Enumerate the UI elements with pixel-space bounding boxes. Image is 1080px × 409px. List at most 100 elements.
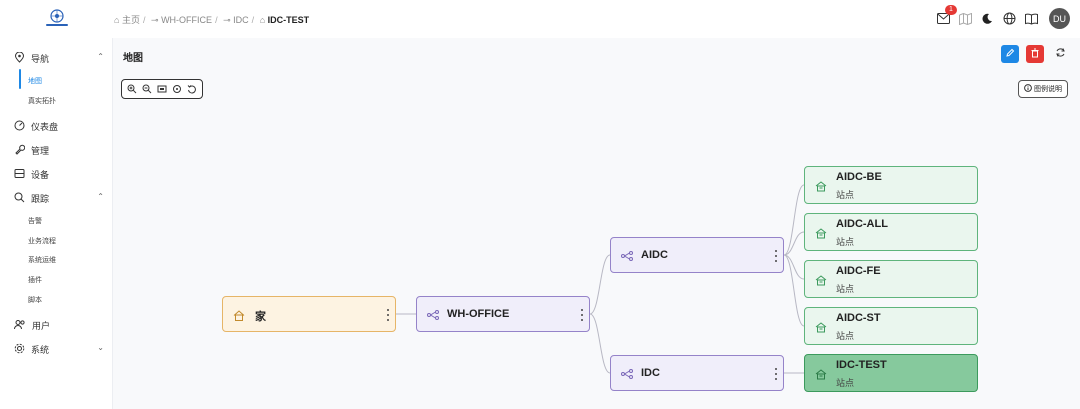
site-icon [815,274,827,286]
node-title: IDC-TEST [836,359,887,371]
node-icon: ⊸ [151,15,159,25]
node-title: AIDC-ALL [836,218,888,230]
zoom-out-icon[interactable] [141,83,153,95]
node-subtitle: 站点 [836,331,855,341]
sidebar-sub-ops[interactable]: 系统运维 [28,257,56,264]
sidebar-item-label: 设备 [31,170,50,180]
edge-aidc-be [783,184,805,256]
site-icon [815,321,827,333]
edge-aidc-st [783,254,805,327]
sidebar-item-users[interactable]: 用户 [14,319,104,332]
node-wh-office[interactable]: WH-OFFICE [416,296,590,332]
main-area: 地图 图例说明 家 [113,38,1080,409]
node-site-aidc-fe[interactable]: AIDC-FE 站点 [804,260,978,298]
edge-aidc-all [783,231,805,256]
site-icon: ⌂ [259,15,266,25]
legend-label: 图例说明 [1034,86,1062,93]
sidebar-item-label: 用户 [32,321,51,331]
edge-wh-office-aidc [589,254,611,315]
globe-icon[interactable] [1001,11,1017,27]
active-indicator [19,69,21,89]
sidebar-item-tracking[interactable]: 跟踪 ⌃ [14,192,104,205]
node-site-aidc-all[interactable]: AIDC-ALL 站点 [804,213,978,251]
notification-badge: 1 [945,4,957,15]
node-title: AIDC-FE [836,265,881,277]
top-actions: 1 DU [935,4,1070,29]
tree-edges [396,184,805,374]
reset-icon[interactable] [186,83,198,95]
node-site-aidc-st[interactable]: AIDC-ST 站点 [804,307,978,345]
sidebar-sub-workflow[interactable]: 业务流程 [28,238,56,245]
refresh-icon [1055,47,1066,61]
breadcrumb-wh-office[interactable]: WH-OFFICE [161,15,213,25]
zoom-in-icon[interactable] [126,83,138,95]
node-site-aidc-be[interactable]: AIDC-BE 站点 [804,166,978,204]
top-bar: ⌂ 主页/ ⊸ WH-OFFICE/ ⊸ IDC/ ⌂ IDC-TEST 1 D… [0,0,1080,39]
kebab-menu-icon[interactable] [579,309,585,321]
sidebar-item-devices[interactable]: 设备 [14,168,104,181]
kebab-menu-icon[interactable] [385,309,391,321]
node-aidc[interactable]: AIDC [610,237,784,273]
home-icon [233,309,245,321]
edge-wh-office-idc [589,313,611,374]
sidebar-sub-topology[interactable]: 真实拓扑 [28,98,56,105]
node-subtitle: 站点 [836,237,855,247]
delete-button[interactable] [1026,45,1044,63]
sidebar-item-label: 跟踪 [31,194,50,204]
chevron-down-icon: ⌄ [97,343,104,352]
node-title: WH-OFFICE [447,308,510,320]
book-icon[interactable] [1023,11,1039,27]
sidebar-item-system[interactable]: 系统 ⌄ [14,343,104,356]
app-logo[interactable] [44,8,70,28]
home-icon: ⌂ [114,15,120,25]
legend-button[interactable]: 图例说明 [1018,80,1068,98]
zoom-toolbar [121,79,203,99]
node-site-idc-test[interactable]: IDC-TEST 站点 [804,354,978,392]
sidebar-item-label: 管理 [31,146,50,156]
sidebar-item-dashboard[interactable]: 仪表盘 [14,120,104,133]
kebab-menu-icon[interactable] [773,368,779,380]
node-home[interactable]: 家 [222,296,396,332]
site-icon [815,227,827,239]
kebab-menu-icon[interactable] [773,250,779,262]
topology-icon [621,368,633,380]
device-icon [14,168,25,181]
moon-icon[interactable] [979,11,995,27]
node-title: AIDC-ST [836,312,881,324]
sidebar-item-management[interactable]: 管理 [14,144,104,157]
page-title: 地图 [123,53,143,64]
breadcrumb-home[interactable]: 主页 [121,15,140,25]
sidebar-item-label: 导航 [31,54,50,64]
refresh-button[interactable] [1051,45,1069,63]
topology-icon [621,250,633,262]
sidebar-sub-scripts[interactable]: 脚本 [28,297,42,304]
breadcrumb-current: IDC-TEST [267,15,310,25]
edit-icon [1005,47,1015,61]
node-icon: ⊸ [223,15,231,25]
sidebar: 导航 ⌃ 地图 真实拓扑 仪表盘 管理 设备 跟踪 ⌃ 告警 业务流程 系统运维… [0,38,113,409]
node-subtitle: 站点 [836,378,855,388]
chevron-up-icon: ⌃ [97,192,104,201]
fit-view-icon[interactable] [156,83,168,95]
node-title: 家 [255,311,266,323]
sidebar-sub-plugins[interactable]: 插件 [28,277,42,284]
map-icon[interactable] [957,11,973,27]
breadcrumb-idc[interactable]: IDC [233,15,249,25]
edge-aidc-fe [783,254,805,280]
avatar[interactable]: DU [1049,8,1070,29]
breadcrumb: ⌂ 主页/ ⊸ WH-OFFICE/ ⊸ IDC/ ⌂ IDC-TEST [114,15,310,25]
sidebar-item-navigation[interactable]: 导航 ⌃ [14,51,104,65]
edit-button[interactable] [1001,45,1019,63]
dashboard-icon [14,120,25,133]
node-subtitle: 站点 [836,284,855,294]
sidebar-sub-alerts[interactable]: 告警 [28,218,42,225]
chevron-up-icon: ⌃ [97,52,104,61]
sidebar-sub-map[interactable]: 地图 [28,78,42,85]
center-icon[interactable] [171,83,183,95]
trash-icon [1030,47,1040,61]
wrench-icon [14,144,26,157]
sidebar-item-label: 系统 [31,345,50,355]
mail-icon[interactable]: 1 [935,4,957,27]
node-idc[interactable]: IDC [610,355,784,391]
site-icon [815,180,827,192]
